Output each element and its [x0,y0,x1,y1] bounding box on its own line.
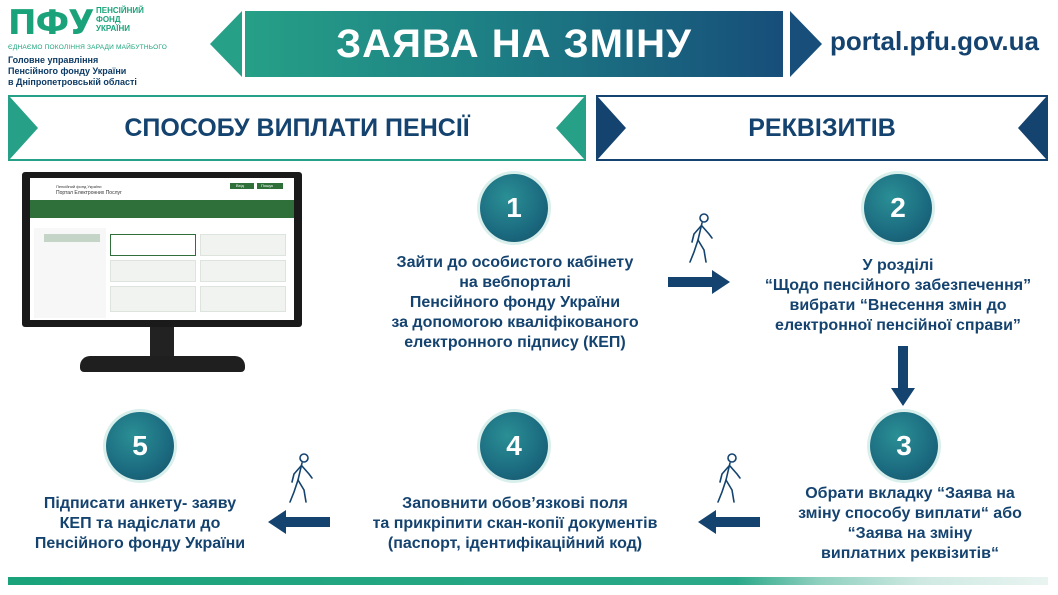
arrow-down-icon [891,346,915,406]
walking-person-icon [289,453,313,503]
step-4-text: Заповнити обов’язкові поля та прикріпити… [372,495,658,552]
step-2-circle: 2 [864,174,932,242]
title-banner [245,11,783,77]
section-header-requisites: РЕКВІЗИТІВ [596,95,1048,161]
monitor-base [80,356,245,372]
step-3-text: Обрати вкладку “Заява на зміну способу в… [798,485,1022,562]
section-header-payment-method: СПОСОБУ ВИПЛАТИ ПЕНСІЇ [8,95,586,161]
step-5-text: Підписати анкету- заяву КЕП та надіслати… [34,495,246,552]
step-4-circle: 4 [480,412,548,480]
arrow-right-icon [668,270,730,294]
arrow-left-icon [698,510,760,534]
arrow-left-icon [268,510,330,534]
title-left-arrow-icon [210,11,242,77]
walking-person-icon [717,453,741,503]
pfu-logo: ПФУ [8,3,94,43]
walking-person-icon [689,213,713,263]
left-header-arrow-icon [10,97,38,159]
bottom-decor-bar [8,577,1048,585]
left-header-end-arrow-icon [556,97,584,159]
monitor-stand [150,327,174,361]
step-3-circle: 3 [870,412,938,480]
page-title: ЗАЯВА НА ЗМІНУ [336,21,692,66]
step-1-text: Зайти до особистого кабінету на вебпорта… [391,254,639,351]
step-5-circle: 5 [106,412,174,480]
right-header-arrow-icon [598,97,626,159]
site-url[interactable]: portal.pfu.gov.ua [830,26,1039,56]
organization-name: Головне управління Пенсійного фонду Укра… [8,55,137,87]
right-header-end-arrow-icon [1018,97,1046,159]
step-1-circle: 1 [480,174,548,242]
logo-words: ПЕНСІЙНИЙ ФОНД УКРАЇНИ [96,6,144,33]
step-2-text: У розділі “Щодо пенсійного забезпечення”… [764,257,1032,334]
logo-slogan: ЄДНАЄМО ПОКОЛІННЯ ЗАРАДИ МАЙБУТНЬОГО [8,44,167,51]
portal-screenshot: Пенсійний фонд України Портал Електронни… [30,178,294,320]
title-right-arrow-icon [790,11,822,77]
